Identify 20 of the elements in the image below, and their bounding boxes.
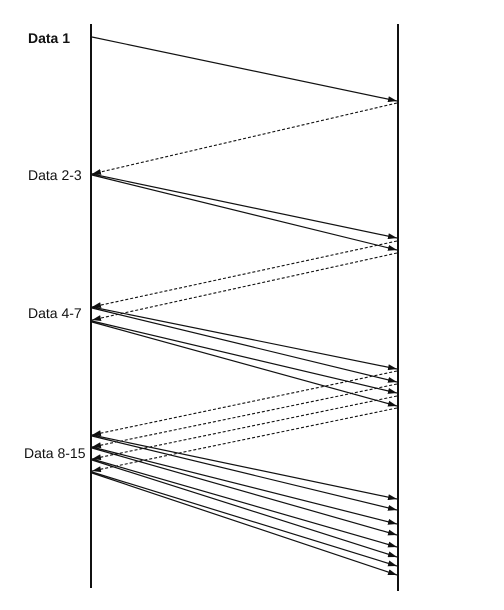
dashed-arrow [92, 240, 398, 308]
arrow [92, 306, 398, 370]
dashed-arrow [92, 102, 398, 175]
data-label: Data 2-3 [28, 167, 82, 183]
arrow [92, 173, 398, 240]
data-label: Data 1 [28, 30, 70, 46]
data-label: Data 4-7 [28, 305, 82, 321]
dashed-arrow [92, 370, 398, 436]
arrow [92, 174, 398, 251]
arrow [92, 36, 398, 102]
dashed-arrow [92, 407, 398, 472]
arrow [92, 321, 398, 407]
arrow [92, 320, 398, 394]
data-label: Data 8-15 [24, 445, 86, 461]
dashed-arrow [92, 252, 398, 321]
dashed-arrow [92, 395, 398, 460]
lifeline [397, 24, 399, 591]
dashed-arrow [92, 383, 398, 448]
arrow [92, 307, 398, 383]
lifeline [90, 24, 92, 588]
